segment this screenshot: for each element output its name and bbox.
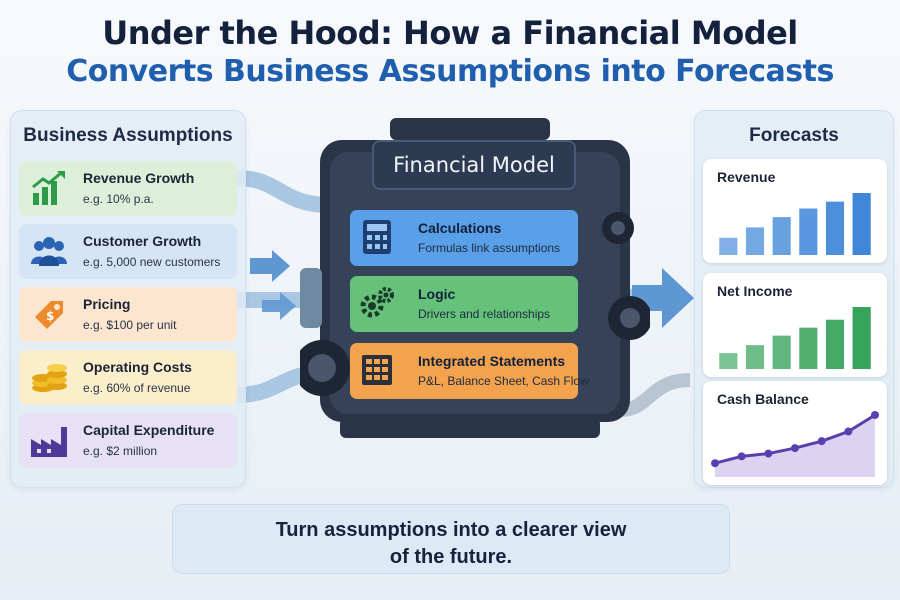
module-desc: Formulas link assumptions	[418, 241, 561, 255]
calculator-icon	[363, 220, 391, 254]
chart-point	[844, 427, 853, 436]
title-line-2: Converts Business Assumptions into Forec…	[66, 54, 834, 89]
assumption-example: e.g. $2 million	[83, 444, 158, 458]
arrow-left-bottom	[262, 292, 296, 320]
module-desc: Drivers and relationships	[418, 307, 551, 321]
assumption-example: e.g. $100 per unit	[83, 318, 177, 332]
forecast-card-revenue[interactable]: Revenue	[703, 159, 887, 263]
chart-point	[791, 444, 799, 453]
forecast-card-cash-balance[interactable]: Cash Balance	[703, 381, 887, 485]
assumption-card-revenue-growth[interactable]: Revenue Growth e.g. 10% p.a.	[19, 161, 237, 216]
assumption-card-customer-growth[interactable]: Customer Growth e.g. 5,000 new customers	[19, 224, 237, 279]
module-integrated-statements[interactable]: Integrated Statements P&L, Balance Sheet…	[350, 343, 589, 399]
assumption-card-capital-expenditure[interactable]: Capital Expenditure e.g. $2 million	[19, 413, 237, 468]
module-name: Logic	[418, 286, 456, 302]
people-icon	[31, 237, 67, 266]
chart-point	[764, 449, 773, 458]
chart-point	[711, 459, 719, 468]
assumption-name: Revenue Growth	[83, 170, 195, 186]
chart-point	[871, 411, 879, 419]
assumptions-panel: Business Assumptions Revenue Growth e.g.…	[10, 110, 246, 488]
caption-line-1: Turn assumptions into a clearer view	[275, 519, 627, 541]
pipe-bottom-right	[619, 373, 691, 417]
footer-caption: Turn assumptions into a clearer view of …	[172, 504, 730, 574]
chart-bar	[719, 353, 738, 369]
price-tag-icon: $	[35, 301, 63, 329]
module-calculations[interactable]: Calculations Formulas link assumptions	[350, 210, 578, 266]
assumption-example: e.g. 60% of revenue	[83, 381, 191, 395]
chart-bar	[799, 208, 818, 255]
chart-bar	[745, 227, 765, 255]
growth-chart-icon	[32, 171, 65, 205]
assumption-card-pricing[interactable]: $ Pricing e.g. $100 per unit	[19, 287, 237, 342]
factory-icon	[31, 427, 67, 457]
chart-point	[737, 452, 746, 461]
forecasts-title: Forecasts	[749, 125, 839, 146]
title-line-1: Under the Hood: How a Financial Model	[102, 14, 798, 52]
chart-bar	[719, 237, 738, 255]
gears-icon	[360, 287, 394, 318]
revenue-chart	[719, 193, 871, 255]
assumption-name: Capital Expenditure	[83, 422, 215, 438]
net-income-chart	[719, 307, 871, 369]
chart-bar	[852, 307, 871, 369]
model-title: Financial Model	[372, 140, 576, 190]
caption-line-2: of the future.	[389, 546, 513, 568]
chart-bar	[772, 335, 791, 369]
forecast-label: Net Income	[717, 283, 793, 299]
chart-point	[817, 437, 826, 446]
assumptions-title: Business Assumptions	[23, 125, 233, 146]
arrow-right	[632, 268, 694, 328]
module-name: Integrated Statements	[418, 353, 566, 369]
arrow-left-top	[250, 250, 290, 282]
chart-bar	[799, 327, 818, 369]
chart-bar	[852, 193, 871, 255]
spreadsheet-icon	[362, 355, 392, 385]
forecasts-panel: Forecasts Revenue Net Income Cash Balanc…	[694, 110, 894, 488]
chart-bar	[772, 217, 791, 255]
coins-icon	[32, 364, 67, 392]
assumption-name: Pricing	[83, 296, 131, 312]
forecast-label: Cash Balance	[717, 391, 809, 407]
chart-bar	[745, 345, 765, 369]
assumption-name: Customer Growth	[83, 233, 202, 249]
module-logic[interactable]: Logic Drivers and relationships	[350, 276, 578, 332]
forecast-card-net-income[interactable]: Net Income	[703, 273, 887, 377]
module-desc: P&L, Balance Sheet, Cash Flow	[418, 374, 589, 388]
assumption-example: e.g. 5,000 new customers	[83, 255, 221, 269]
cash-balance-chart	[711, 411, 879, 477]
chart-area	[715, 415, 875, 477]
svg-text:$: $	[46, 309, 54, 323]
pipe-upper-left	[235, 170, 331, 213]
assumption-card-operating-costs[interactable]: Operating Costs e.g. 60% of revenue	[19, 350, 237, 405]
forecast-label: Revenue	[717, 169, 776, 185]
assumption-example: e.g. 10% p.a.	[83, 192, 154, 206]
module-name: Calculations	[418, 220, 502, 236]
assumption-name: Operating Costs	[83, 359, 192, 375]
chart-bar	[825, 319, 845, 369]
chart-bar	[825, 201, 845, 255]
